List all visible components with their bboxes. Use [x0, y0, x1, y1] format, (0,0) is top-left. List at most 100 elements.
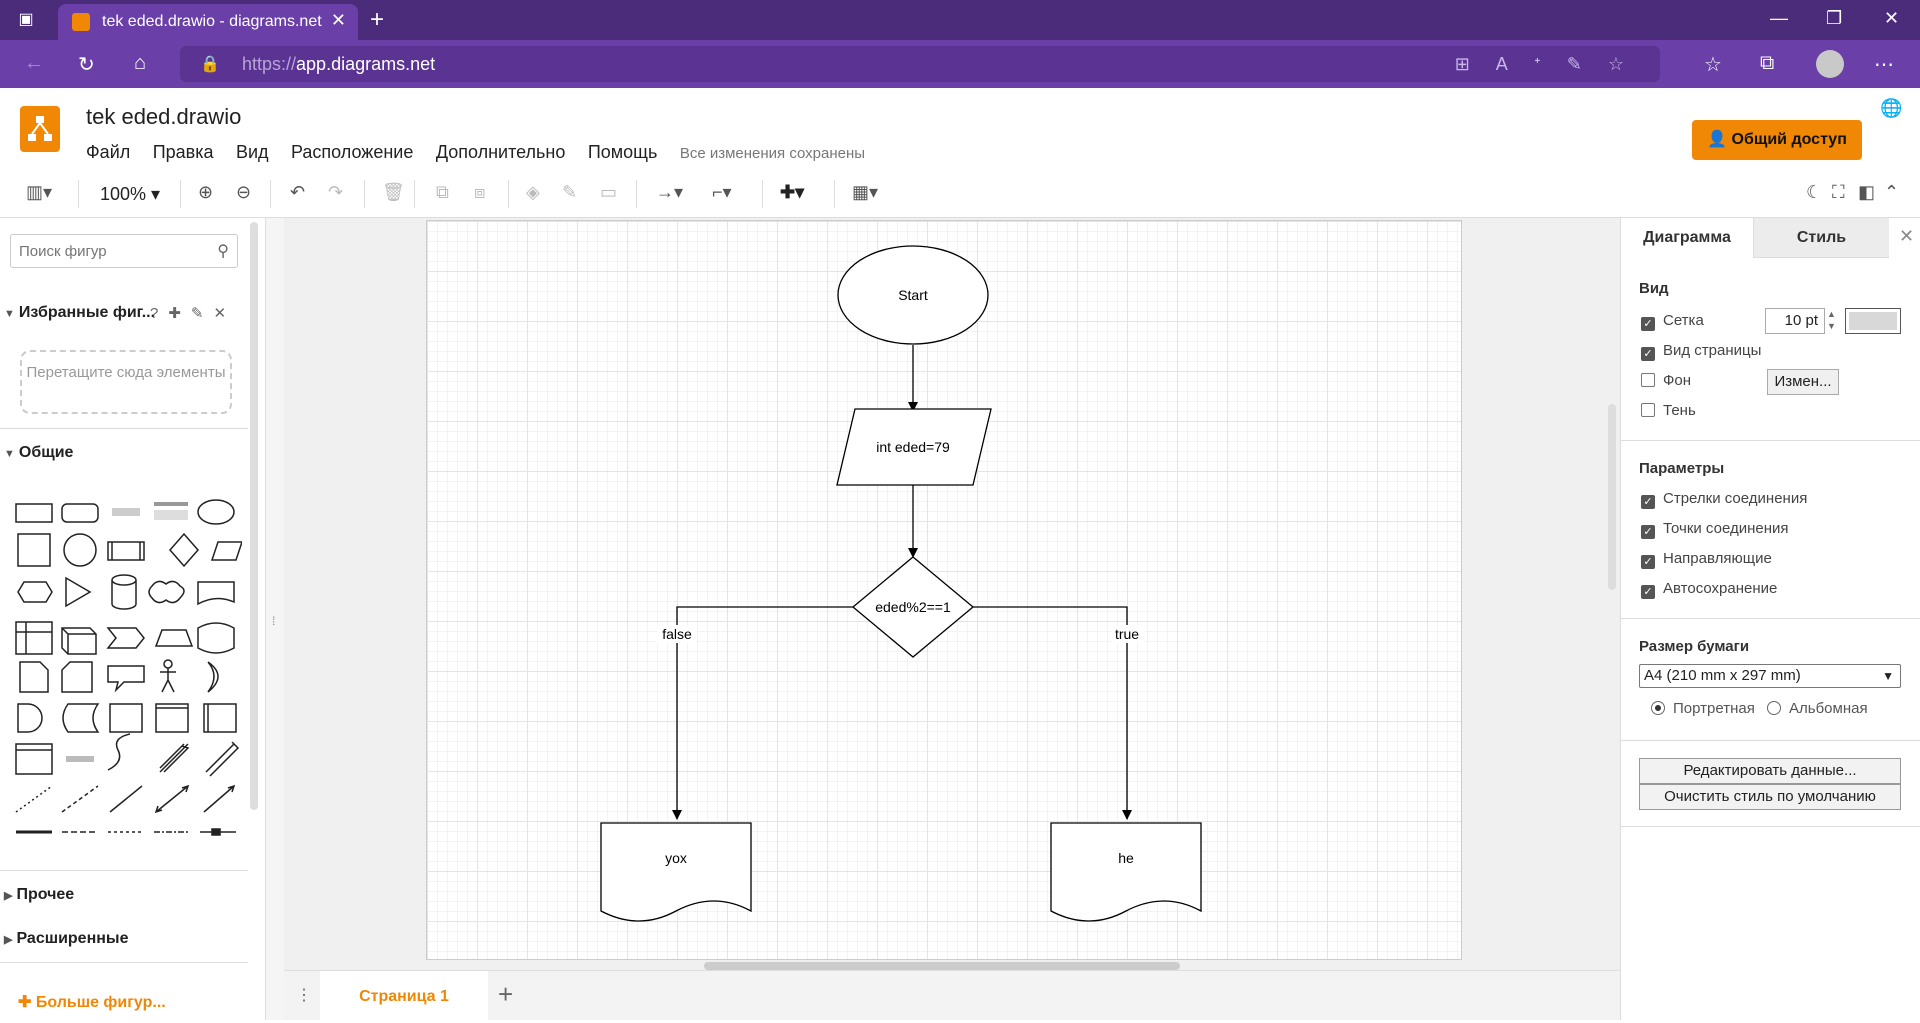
other-header[interactable]: ▶Прочее [4, 886, 75, 903]
grid-checkbox[interactable]: ✓Сетка [1641, 312, 1704, 331]
undo-icon[interactable]: ↶ [290, 182, 306, 202]
waypoints-icon[interactable]: ⌐▾ [712, 182, 732, 202]
view-section-title: Вид [1639, 280, 1669, 297]
menu-help[interactable]: Помощь [587, 142, 658, 162]
format-panel: Диаграмма Стиль ✕ Вид ✓Сетка 10 pt ▲▼ ✓В… [1620, 218, 1920, 1020]
autosave-checkbox[interactable]: ✓Автосохранение [1641, 580, 1777, 599]
grid-size-spinner-icon[interactable]: ▲▼ [1827, 309, 1836, 331]
connection-points-checkbox[interactable]: ✓Точки соединения [1641, 520, 1789, 539]
fullscreen-icon[interactable]: ⛶ [1832, 182, 1845, 202]
canvas-vertical-scrollbar[interactable] [1608, 404, 1616, 590]
favorites-dropzone[interactable]: Перетащите сюда элементы [20, 350, 232, 414]
language-globe-icon[interactable]: 🌐 [1880, 98, 1903, 118]
tab-close-icon[interactable]: ✕ [330, 10, 346, 30]
pages-menu-icon[interactable]: ⋮ [296, 987, 312, 1004]
grid-color-swatch[interactable] [1845, 308, 1901, 334]
diagram-page[interactable]: Start int eded=79 eded%2==1 false true y… [426, 220, 1462, 960]
profile-avatar[interactable] [1816, 50, 1844, 78]
more-icon[interactable]: ⋯ [1874, 54, 1894, 76]
page-tab-1[interactable]: Страница 1 [320, 971, 488, 1021]
grid-size-input[interactable]: 10 pt [1765, 308, 1825, 334]
format-panel-icon[interactable]: ◧ [1858, 182, 1876, 202]
diagram-canvas[interactable]: Start int eded=79 eded%2==1 false true y… [284, 218, 1620, 970]
line-color-icon[interactable]: ✎ [562, 182, 578, 202]
collections-icon[interactable]: ⧉ [1760, 52, 1775, 74]
connection-style-icon[interactable]: →▾ [656, 182, 684, 202]
advanced-header[interactable]: ▶Расширенные [4, 930, 129, 947]
format-panel-close-icon[interactable]: ✕ [1899, 226, 1915, 246]
page-view-checkbox[interactable]: ✓Вид страницы [1641, 342, 1761, 361]
new-tab-icon[interactable]: + [370, 6, 385, 33]
menu-view[interactable]: Вид [235, 142, 269, 162]
menu-file[interactable]: Файл [86, 142, 131, 162]
menu-extras[interactable]: Дополнительно [435, 142, 566, 162]
zoom-out-icon[interactable]: ⊖ [236, 182, 252, 202]
window-close-icon[interactable]: ✕ [1884, 8, 1900, 28]
favorites-header[interactable]: ▼Избранные фиг... [4, 304, 156, 321]
format-panel-toggle-icon[interactable]: ▥▾ [26, 182, 53, 202]
insert-icon[interactable]: ✚▾ [780, 182, 805, 202]
condition-diamond[interactable] [851, 556, 975, 658]
document-title[interactable]: tek eded.drawio [86, 104, 242, 129]
favorites-icon[interactable]: ☆ [1704, 54, 1722, 76]
search-icon[interactable]: ⚲ [217, 243, 229, 260]
page-tabs-bar: ⋮ Страница 1 + [284, 970, 1620, 1021]
delete-icon[interactable]: 🗑 [382, 182, 405, 202]
collapse-icon[interactable]: ⌃ [1884, 182, 1900, 202]
shape-search-input[interactable] [11, 235, 211, 267]
tab-actions-icon[interactable]: ▣ [18, 11, 34, 28]
edit-data-button[interactable]: Редактировать данные... [1639, 758, 1901, 784]
url-field[interactable]: 🔒 https://app.diagrams.net ⊞Aᐩ✎☆ [180, 46, 1660, 82]
minimize-icon[interactable]: — [1770, 8, 1788, 28]
start-ellipse[interactable] [837, 245, 989, 345]
guides-checkbox[interactable]: ✓Направляющие [1641, 550, 1772, 569]
clear-default-style-button[interactable]: Очистить стиль по умолчанию [1639, 784, 1901, 810]
menu-bar: Файл Правка Вид Расположение Дополнитель… [86, 142, 883, 164]
resize-grip-icon: ⁞ [272, 614, 276, 628]
general-header[interactable]: ▼Общие [4, 444, 74, 461]
share-button[interactable]: 👤 Общий доступ [1692, 120, 1862, 160]
true-document-shape[interactable] [1050, 822, 1202, 922]
address-bar-icons[interactable]: ⊞Aᐩ✎☆ [1454, 54, 1650, 74]
background-checkbox[interactable]: Фон [1641, 372, 1691, 389]
menu-edit[interactable]: Правка [152, 142, 214, 162]
landscape-radio[interactable]: Альбомная [1767, 700, 1868, 717]
favorites-actions[interactable]: ?✚✎✕ [150, 305, 237, 322]
maximize-icon[interactable]: ❐ [1826, 8, 1843, 28]
panel-resize-handle[interactable]: ⁞ [266, 218, 284, 1020]
add-page-icon[interactable]: + [498, 979, 514, 1009]
table-icon[interactable]: ▦▾ [852, 182, 879, 202]
menu-arrange[interactable]: Расположение [291, 142, 414, 162]
to-front-icon[interactable]: ⧉ [436, 182, 449, 202]
shapes-panel-scrollbar[interactable] [250, 222, 258, 810]
portrait-radio[interactable]: Портретная [1651, 700, 1755, 717]
input-parallelogram[interactable] [836, 408, 992, 486]
change-background-button[interactable]: Измен... [1767, 369, 1839, 395]
save-status: Все изменения сохранены [679, 145, 866, 162]
shadow-icon[interactable]: ▭ [600, 182, 618, 202]
connection-arrows-checkbox[interactable]: ✓Стрелки соединения [1641, 490, 1807, 509]
shadow-checkbox[interactable]: Тень [1641, 402, 1696, 419]
paper-size-title: Размер бумаги [1639, 638, 1750, 655]
refresh-icon[interactable]: ↻ [78, 54, 95, 76]
shape-library-general[interactable] [12, 486, 242, 846]
zoom-in-icon[interactable]: ⊕ [198, 182, 214, 202]
paper-size-select[interactable]: A4 (210 mm x 297 mm)▼ [1639, 664, 1901, 688]
to-back-icon[interactable]: ⧈ [474, 182, 486, 202]
flowchart: Start int eded=79 eded%2==1 false true y… [600, 245, 1202, 922]
tab-diagram[interactable]: Диаграмма [1621, 218, 1753, 258]
tab-style[interactable]: Стиль [1753, 218, 1889, 258]
browser-tab-bar: ▣ tek eded.drawio - diagrams.net ✕ + — ❐… [0, 0, 1920, 40]
edge-false-branch[interactable] [672, 606, 853, 820]
dark-mode-icon[interactable]: ☾ [1806, 182, 1823, 202]
redo-icon[interactable]: ↷ [328, 182, 344, 202]
canvas-horizontal-scrollbar[interactable] [704, 962, 1180, 970]
home-icon[interactable]: ⌂ [134, 52, 147, 74]
false-document-shape[interactable] [600, 822, 752, 922]
more-shapes-button[interactable]: ✚ Больше фигур... [18, 994, 166, 1011]
browser-tab[interactable]: tek eded.drawio - diagrams.net ✕ [58, 4, 358, 40]
edge-true-branch[interactable] [973, 606, 1132, 820]
fill-color-icon[interactable]: ◈ [526, 182, 540, 202]
back-icon[interactable]: ← [24, 52, 44, 74]
zoom-level[interactable]: 100% ▾ [100, 184, 161, 204]
